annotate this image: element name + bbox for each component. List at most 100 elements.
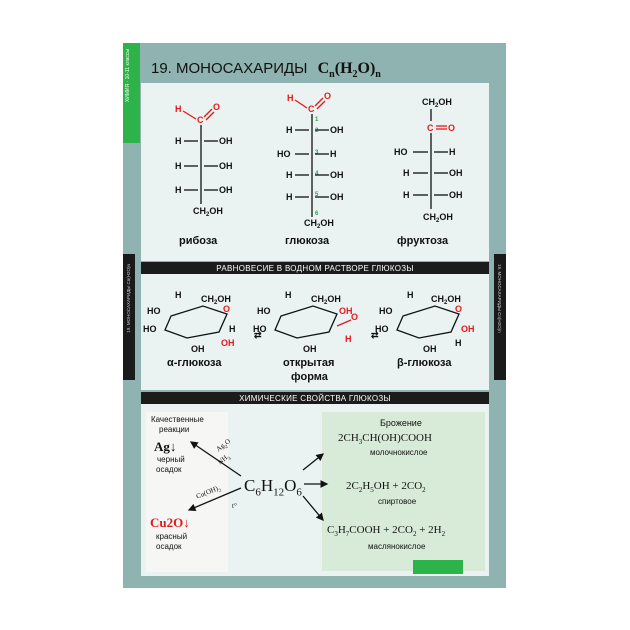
svg-text:CH2OH: CH2OH bbox=[423, 212, 453, 224]
properties-arrows bbox=[187, 441, 329, 521]
svg-text:OH: OH bbox=[191, 344, 205, 354]
side-tab-right-text: 19. МОНОСАХАРИДЫ Cn(H2O)n bbox=[497, 264, 502, 333]
svg-text:6: 6 bbox=[315, 211, 319, 217]
fermentation-box bbox=[322, 412, 485, 571]
svg-text:HO: HO bbox=[143, 324, 157, 334]
qualitative-reactions-box bbox=[146, 412, 228, 572]
arrow-butyric bbox=[302, 495, 324, 521]
svg-text:OH: OH bbox=[330, 125, 344, 135]
svg-text:H: H bbox=[407, 290, 414, 300]
cu-product: Cu2O↓ bbox=[150, 515, 190, 530]
subject-strip: ХИМИЯ · 10-11 классы bbox=[123, 43, 140, 143]
svg-text:OH: OH bbox=[303, 344, 317, 354]
ag-desc-1: черный bbox=[157, 455, 185, 464]
svg-text:5: 5 bbox=[315, 192, 319, 198]
glucose-label: глюкоза bbox=[285, 235, 330, 247]
svg-text:HO: HO bbox=[147, 306, 161, 316]
cu-desc-2: осадок bbox=[156, 542, 182, 551]
svg-text:H: H bbox=[286, 192, 293, 202]
side-tab-right: 19. МОНОСАХАРИДЫ Cn(H2O)n bbox=[494, 254, 506, 380]
svg-text:O: O bbox=[213, 102, 220, 112]
lactic-formula: 2CH3CH(OH)COOH bbox=[338, 432, 432, 447]
svg-text:H: H bbox=[175, 161, 182, 171]
svg-text:O: O bbox=[223, 304, 230, 314]
svg-text:OH: OH bbox=[449, 190, 463, 200]
page-title-formula: Cn(H2O)n bbox=[317, 60, 381, 81]
svg-text:OH: OH bbox=[330, 170, 344, 180]
arrow-lactic bbox=[302, 453, 325, 471]
svg-text:O: O bbox=[351, 312, 358, 322]
open-form-label-line1: открытая bbox=[283, 357, 334, 369]
alcoholic-formula: 2C2H5OH + 2CO2 bbox=[346, 480, 426, 495]
equilibrium-band: РАВНОВЕСИЕ В ВОДНОМ РАСТВОРЕ ГЛЮКОЗЫ bbox=[141, 262, 489, 275]
lactic-name: молочнокислое bbox=[370, 448, 428, 457]
svg-text:H: H bbox=[403, 168, 410, 178]
properties-band: ХИМИЧЕСКИЕ СВОЙСТВА ГЛЮКОЗЫ bbox=[141, 392, 489, 405]
glucose-formula-center: C6H12O6 bbox=[244, 476, 302, 499]
svg-text:HO: HO bbox=[375, 324, 389, 334]
svg-text:4: 4 bbox=[315, 171, 319, 177]
cu-desc-1: красный bbox=[156, 532, 188, 541]
svg-text:H: H bbox=[175, 185, 182, 195]
svg-text:CH2OH: CH2OH bbox=[431, 294, 461, 306]
svg-text:3: 3 bbox=[315, 150, 319, 156]
svg-text:H: H bbox=[455, 338, 462, 348]
beta-glucose-ring: CH2OH H O HO HO OH H OH β-глюкоза bbox=[375, 290, 475, 369]
butyric-formula: C3H7COOH + 2CO2 + 2H2 bbox=[327, 524, 446, 539]
ribose-label: рибоза bbox=[179, 235, 218, 247]
equilibrium-panel bbox=[141, 274, 489, 390]
cu-reagent-2: t° bbox=[232, 502, 237, 510]
svg-text:OH: OH bbox=[423, 344, 437, 354]
ag-product: Ag↓ bbox=[154, 439, 177, 454]
svg-text:H: H bbox=[229, 324, 236, 334]
svg-text:CH2OH: CH2OH bbox=[304, 218, 334, 230]
svg-text:H: H bbox=[345, 334, 352, 344]
svg-text:OH: OH bbox=[219, 161, 233, 171]
qual-title-1: Качественные bbox=[151, 415, 204, 424]
alcoholic-name: спиртовое bbox=[378, 497, 417, 506]
svg-text:C: C bbox=[197, 115, 204, 125]
arrow-to-cu bbox=[187, 487, 242, 512]
svg-text:H: H bbox=[175, 136, 182, 146]
alpha-glucose-ring: CH2OH H O HO HO H OH OH α-глюкоза bbox=[143, 290, 236, 369]
svg-text:HO: HO bbox=[253, 324, 267, 334]
svg-text:OH: OH bbox=[339, 306, 353, 316]
open-form-label-line2: форма bbox=[291, 371, 329, 383]
svg-text:2: 2 bbox=[315, 128, 319, 134]
qual-title-2: реакции bbox=[159, 425, 190, 434]
svg-text:H: H bbox=[286, 170, 293, 180]
open-form-ring: CH2OH H OH HO HO O H OH открытая форма bbox=[253, 290, 358, 383]
svg-text:H: H bbox=[175, 104, 182, 114]
svg-text:HO: HO bbox=[394, 147, 408, 157]
ag-desc-2: осадок bbox=[156, 465, 182, 474]
svg-text:C: C bbox=[427, 123, 434, 133]
alpha-glucose-label: α-глюкоза bbox=[167, 357, 222, 369]
publisher-logo bbox=[413, 560, 463, 574]
svg-text:O: O bbox=[448, 123, 455, 133]
svg-text:H: H bbox=[285, 290, 292, 300]
butyric-name: маслянокислое bbox=[368, 542, 426, 551]
svg-text:CH2OH: CH2OH bbox=[422, 97, 452, 109]
svg-text:OH: OH bbox=[221, 338, 235, 348]
svg-text:CH2OH: CH2OH bbox=[201, 294, 231, 306]
svg-text:⇄: ⇄ bbox=[254, 330, 262, 340]
svg-text:HO: HO bbox=[257, 306, 271, 316]
fructose-label: фруктоза bbox=[397, 235, 449, 247]
beta-glucose-label: β-глюкоза bbox=[397, 357, 452, 369]
svg-text:1: 1 bbox=[315, 117, 319, 123]
svg-text:O: O bbox=[324, 91, 331, 101]
svg-text:CH2OH: CH2OH bbox=[311, 294, 341, 306]
svg-text:O: O bbox=[455, 304, 462, 314]
svg-text:H: H bbox=[403, 190, 410, 200]
svg-text:H: H bbox=[286, 125, 293, 135]
page-title: 19. МОНОСАХАРИДЫ Cn(H2O)n bbox=[151, 60, 381, 80]
side-tab-left-text: 19. МОНОСАХАРИДЫ Cn(H2O)n bbox=[126, 264, 131, 333]
fermentation-title: Брожение bbox=[380, 418, 422, 428]
svg-text:HO: HO bbox=[277, 149, 291, 159]
svg-text:CH2OH: CH2OH bbox=[193, 206, 223, 218]
svg-text:OH: OH bbox=[219, 185, 233, 195]
subject-strip-text: ХИМИЯ · 10-11 классы bbox=[125, 49, 131, 103]
